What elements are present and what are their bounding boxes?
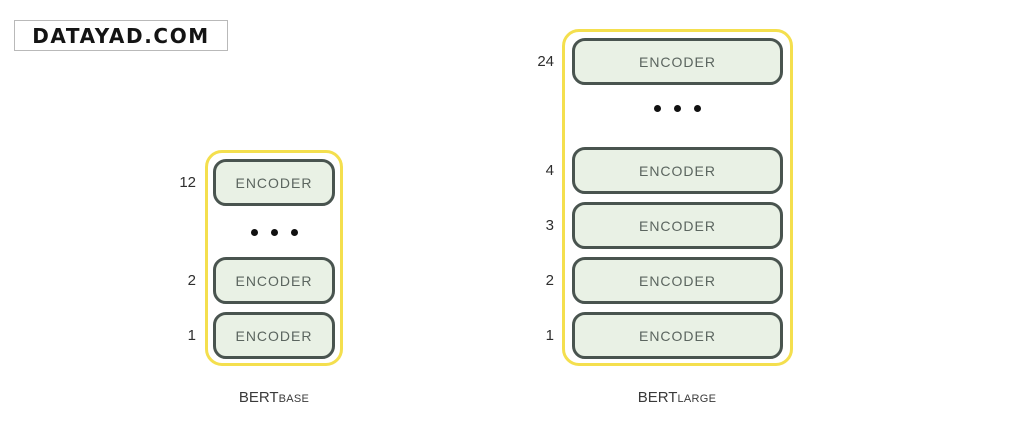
ellipsis-dot	[270, 228, 278, 236]
bert-large-ellipsis	[572, 98, 783, 118]
bert-large-layer-number-2: 2	[545, 272, 554, 289]
ellipsis-dot	[250, 228, 258, 236]
watermark-logo-text: DATAYAD.COM	[32, 23, 210, 48]
bert-base-caption-sub: BASE	[278, 393, 310, 405]
bert-large-encoder-24[interactable]: ENCODER	[572, 38, 783, 85]
bert-base-encoder-1[interactable]: ENCODER	[213, 312, 335, 359]
bert-large-layer-number-24: 24	[537, 53, 554, 70]
bert-base-caption-main: BERT	[238, 389, 279, 406]
encoder-label: ENCODER	[235, 327, 313, 344]
bert-base-layer-number-12: 12	[179, 174, 196, 191]
encoder-label: ENCODER	[235, 272, 313, 289]
ellipsis-dot	[290, 228, 298, 236]
bert-large-encoder-4[interactable]: ENCODER	[572, 147, 783, 194]
bert-base-layer-number-1: 1	[187, 327, 196, 344]
encoder-label: ENCODER	[638, 53, 716, 70]
bert-large-frame	[562, 29, 793, 366]
bert-large-encoder-3[interactable]: ENCODER	[572, 202, 783, 249]
bert-large-encoder-2[interactable]: ENCODER	[572, 257, 783, 304]
bert-large-caption-main: BERT	[637, 389, 678, 406]
encoder-label: ENCODER	[235, 174, 313, 191]
watermark-logo: DATAYAD.COM	[14, 20, 228, 51]
bert-base-ellipsis	[213, 222, 335, 242]
bert-large-caption: BERTLARGE	[597, 389, 757, 406]
bert-base-caption: BERTBASE	[194, 389, 354, 406]
bert-base-encoder-2[interactable]: ENCODER	[213, 257, 335, 304]
encoder-label: ENCODER	[638, 327, 716, 344]
bert-large-encoder-1[interactable]: ENCODER	[572, 312, 783, 359]
bert-base-layer-number-2: 2	[187, 272, 196, 289]
encoder-label: ENCODER	[638, 272, 716, 289]
ellipsis-dot	[694, 104, 701, 112]
encoder-label: ENCODER	[638, 217, 716, 234]
ellipsis-dot	[674, 104, 681, 112]
encoder-label: ENCODER	[638, 162, 716, 179]
bert-large-layer-number-4: 4	[545, 162, 554, 179]
bert-base-encoder-12[interactable]: ENCODER	[213, 159, 335, 206]
bert-large-layer-number-3: 3	[545, 217, 554, 234]
bert-large-layer-number-1: 1	[545, 327, 554, 344]
ellipsis-dot	[654, 104, 661, 112]
bert-large-caption-sub: LARGE	[677, 393, 717, 405]
